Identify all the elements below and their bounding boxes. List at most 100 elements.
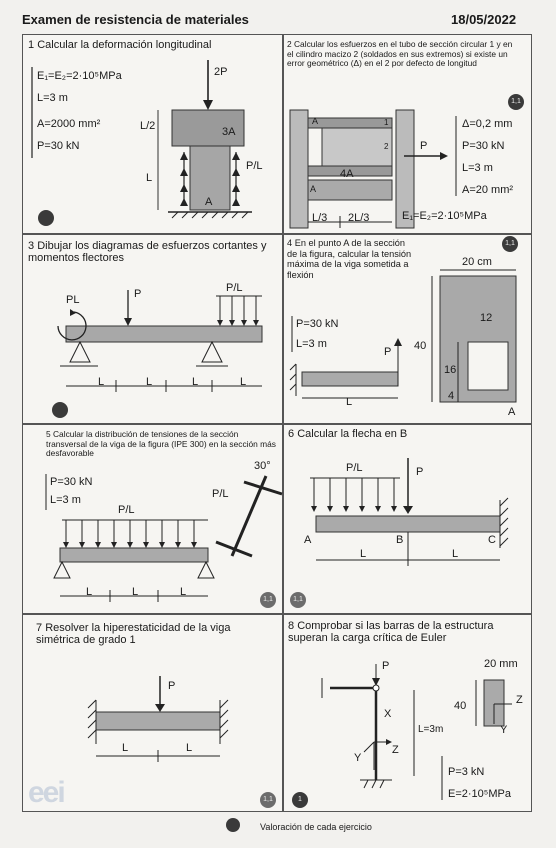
p7-l1-label: L [122,742,129,754]
p8-score-badge: 1 [292,792,308,808]
p8-x-label: X [384,708,392,720]
p8-w-label: 20 mm [484,658,518,670]
p4-width-label: 20 cm [462,256,492,268]
p6-pl-label: P/L [346,462,363,474]
p2-tube-label: 1 [384,118,389,127]
p2-a2-label: A [310,184,317,194]
p1-area2-label: A [205,196,213,208]
p5-pl2-label: P/L [212,488,229,500]
p3-pdl-label: P/L [226,282,243,294]
p8-y2-label: Y [354,752,362,764]
p6-l1-label: L [360,548,367,560]
p2-e-label: E₁=E₂=2·10⁵MPa [402,210,487,222]
problem-2-statement: 2 Calcular los esfuerzos en el tubo de s… [287,39,513,69]
p2-data-1: P=30 kN [462,140,505,152]
p5-data-0: P=30 kN [50,476,93,488]
p7-l2-label: L [186,742,193,754]
p3-pl-label: PL [66,294,80,306]
p2-data-3: A=20 mm² [462,184,514,196]
p8-data-1: E=2·10⁵MPa [448,788,511,800]
p2-2l3-label: 2L/3 [348,212,370,224]
problem-3-statement: 3 Dibujar los diagramas de esfuerzos cor… [28,240,267,264]
p3-p-label: P [134,288,142,300]
p2-four-a-label: 4A [340,168,354,180]
p8-y-label: Y [500,724,508,736]
p6-p-label: P [416,466,424,478]
p4-h4-label: 4 [448,390,455,402]
p5-angle-label: 30° [254,460,271,472]
exam-date: 18/05/2022 [451,12,517,27]
p4-data-0: P=30 kN [296,318,339,330]
p2-data-2: L=3 m [462,162,493,174]
p1-pl-label: P/L [246,160,263,172]
p5-l2-label: L [132,586,139,598]
problem-5-statement: 5 Calcular la distribución de tensiones … [46,429,276,459]
p4-p-label: P [384,346,392,358]
p2-p-label: P [420,140,428,152]
p6-l2-label: L [452,548,459,560]
footer-note: Valoración de cada ejercicio [260,822,372,832]
p5-pl-label: P/L [118,504,135,516]
p8-len-label: L=3m [418,724,444,735]
p4-h16-label: 16 [444,364,457,376]
p6-b-label: B [396,534,404,546]
p4-h-label: 40 [414,340,427,352]
p4-score-badge: 1,1 [502,236,518,252]
p1-load-label: 2P [214,66,228,78]
p1-score-badge [38,210,54,226]
problem-8-statement: 8 Comprobar si las barras de la estructu… [288,620,494,644]
p7-p-label: P [168,680,176,692]
p6-c-label: C [488,534,496,546]
p1-half-label: L/2 [140,120,156,132]
p3-l2-label: L [146,376,153,388]
p5-l3-label: L [180,586,187,598]
p2-cyl-label: 2 [384,142,389,151]
p4-l-label: L [346,396,353,408]
p5-l1-label: L [86,586,93,598]
p1-data-0: E₁=E₂=2·10⁵MPa [37,70,122,82]
p5-data-1: L=3 m [50,494,81,506]
p1-data-3: P=30 kN [37,140,80,152]
p8-h-label: 40 [454,700,467,712]
p2-data-0: Δ=0,2 mm [462,118,513,130]
p6-a-label: A [304,534,312,546]
exam-title: Examen de resistencia de materiales [22,12,249,27]
p8-z-label: Z [516,694,523,706]
p6-score-badge: 1,1 [290,592,306,608]
logo: eei [28,776,66,809]
p3-score-badge [52,402,68,418]
problem-1-statement: 1 Calcular la deformación longitudinal [28,39,212,51]
p1-len-label: L [146,172,153,184]
problem-6-statement: 6 Calcular la flecha en B [288,428,408,440]
p3-l4-label: L [240,376,247,388]
footer-badge-icon [226,818,240,832]
p2-l3-label: L/3 [312,212,328,224]
p4-inner-label: 12 [480,312,493,324]
p2-a-label: A [312,116,319,126]
problem-5-cell [22,424,283,614]
p8-data-0: P=3 kN [448,766,485,778]
p1-data-2: A=2000 mm² [37,118,101,130]
p4-a-label: A [508,406,516,418]
p4-data-1: L=3 m [296,338,327,350]
p8-z2-label: Z [392,744,399,756]
p3-l3-label: L [192,376,199,388]
p3-l1-label: L [98,376,105,388]
p1-area1-label: 3A [222,126,236,138]
p8-p-label: P [382,660,390,672]
problem-4-statement: 4 En el punto A de la sección de la figu… [287,238,412,280]
p7-score-badge: 1,1 [260,792,276,808]
p5-score-badge: 1,1 [260,592,276,608]
p1-data-1: L=3 m [37,92,68,104]
problem-7-statement: 7 Resolver la hiperestaticidad de la vig… [36,622,231,646]
p2-score-badge: 1,1 [508,94,524,110]
